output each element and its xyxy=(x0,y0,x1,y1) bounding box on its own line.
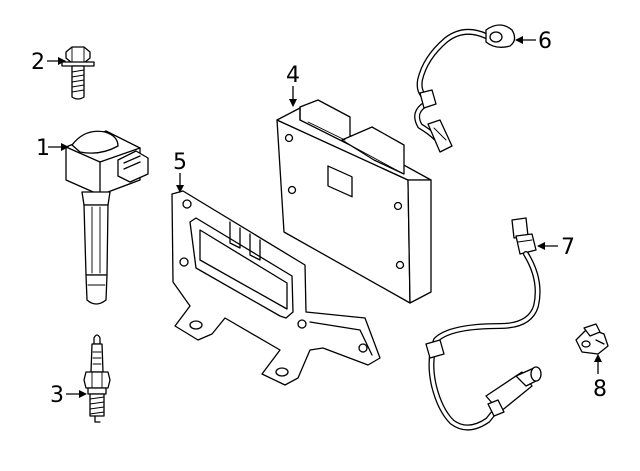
callout-8: 8 xyxy=(593,377,607,402)
callout-numbers: 1 2 3 4 5 6 7 8 xyxy=(31,29,607,408)
callout-arrows xyxy=(47,36,602,398)
part-3-spark-plug xyxy=(83,334,111,423)
part-5-bracket xyxy=(171,190,381,386)
part-2-bolt xyxy=(61,46,95,100)
part-8-sensor xyxy=(575,323,609,355)
part-6-knock-sensor xyxy=(414,24,516,153)
callout-6: 6 xyxy=(538,29,552,54)
callout-7: 7 xyxy=(561,235,575,260)
callout-4: 4 xyxy=(286,63,300,88)
callout-5: 5 xyxy=(173,150,187,175)
callout-1: 1 xyxy=(36,136,50,161)
part-7-crank-sensor xyxy=(425,217,542,431)
callout-3: 3 xyxy=(50,383,64,408)
part-1-ignition-coil xyxy=(65,130,149,305)
part-4-ecu xyxy=(276,99,432,304)
callout-2: 2 xyxy=(31,50,45,75)
